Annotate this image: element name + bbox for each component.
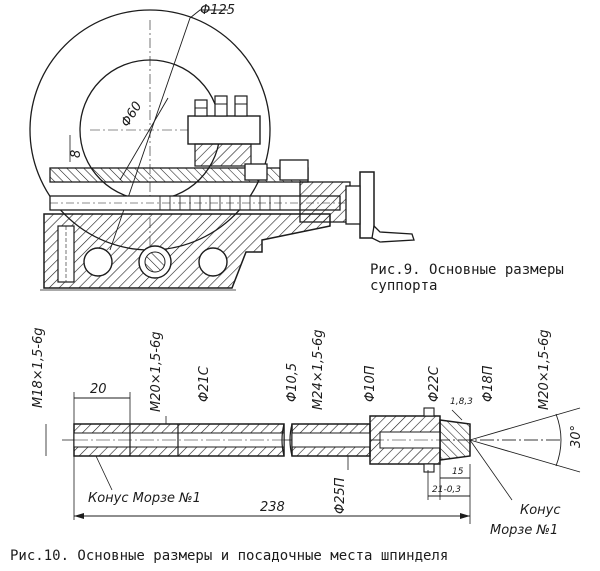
figure-9-support: Φ125 Φ60 8 [29,3,564,294]
dim-thread-right: М20×1,5-6g [537,329,552,410]
dim-length-21: 21-0,3 [432,485,461,495]
dim-diam-10p: Φ10П [363,365,378,402]
dim-thread-m24: М24×1,5-6g [311,329,326,410]
label-cone-right-1: Конус [520,503,561,518]
tool-post-block [187,115,261,145]
dim-diam-10: Φ10,5 [285,363,300,402]
dim-diam-22: Φ22С [427,365,442,402]
dim-thread-mid: М20×1,5-6g [149,331,164,412]
figure-9-caption-line2: суппорта [370,278,437,294]
dim-thread-left: М18×1,5-6g [31,327,46,408]
dim-diam-21: Φ21С [197,365,212,402]
support-base [43,213,331,289]
dim-outer-diameter: Φ125 [200,3,235,18]
dim-angle: 30° [569,425,584,448]
cross-slide [49,167,309,183]
dim-inner-diameter: Φ60 [118,99,145,130]
figure-10-caption: Рис.10. Основные размеры и посадочные ме… [10,548,448,564]
label-cone-left: Конус Морзе №1 [88,491,201,506]
dim-offset: 8 [69,150,84,158]
figure-10-spindle: 30° 20 238 15 21-0,3 1,8,3 М18×1,5-6g М2… [10,327,584,564]
dim-diam-25: Φ25П [333,477,348,514]
dim-diam-18: Φ18П [481,365,496,402]
dim-total-length: 238 [260,500,285,515]
label-cone-right-2: Морзе №1 [490,523,558,538]
handwheel [359,171,375,239]
figure-9-caption-line1: Рис.9. Основные размеры [370,262,564,278]
dim-length-20: 20 [90,382,107,397]
dim-chamfer: 1,8,3 [450,397,473,407]
dim-length-15: 15 [452,467,464,477]
